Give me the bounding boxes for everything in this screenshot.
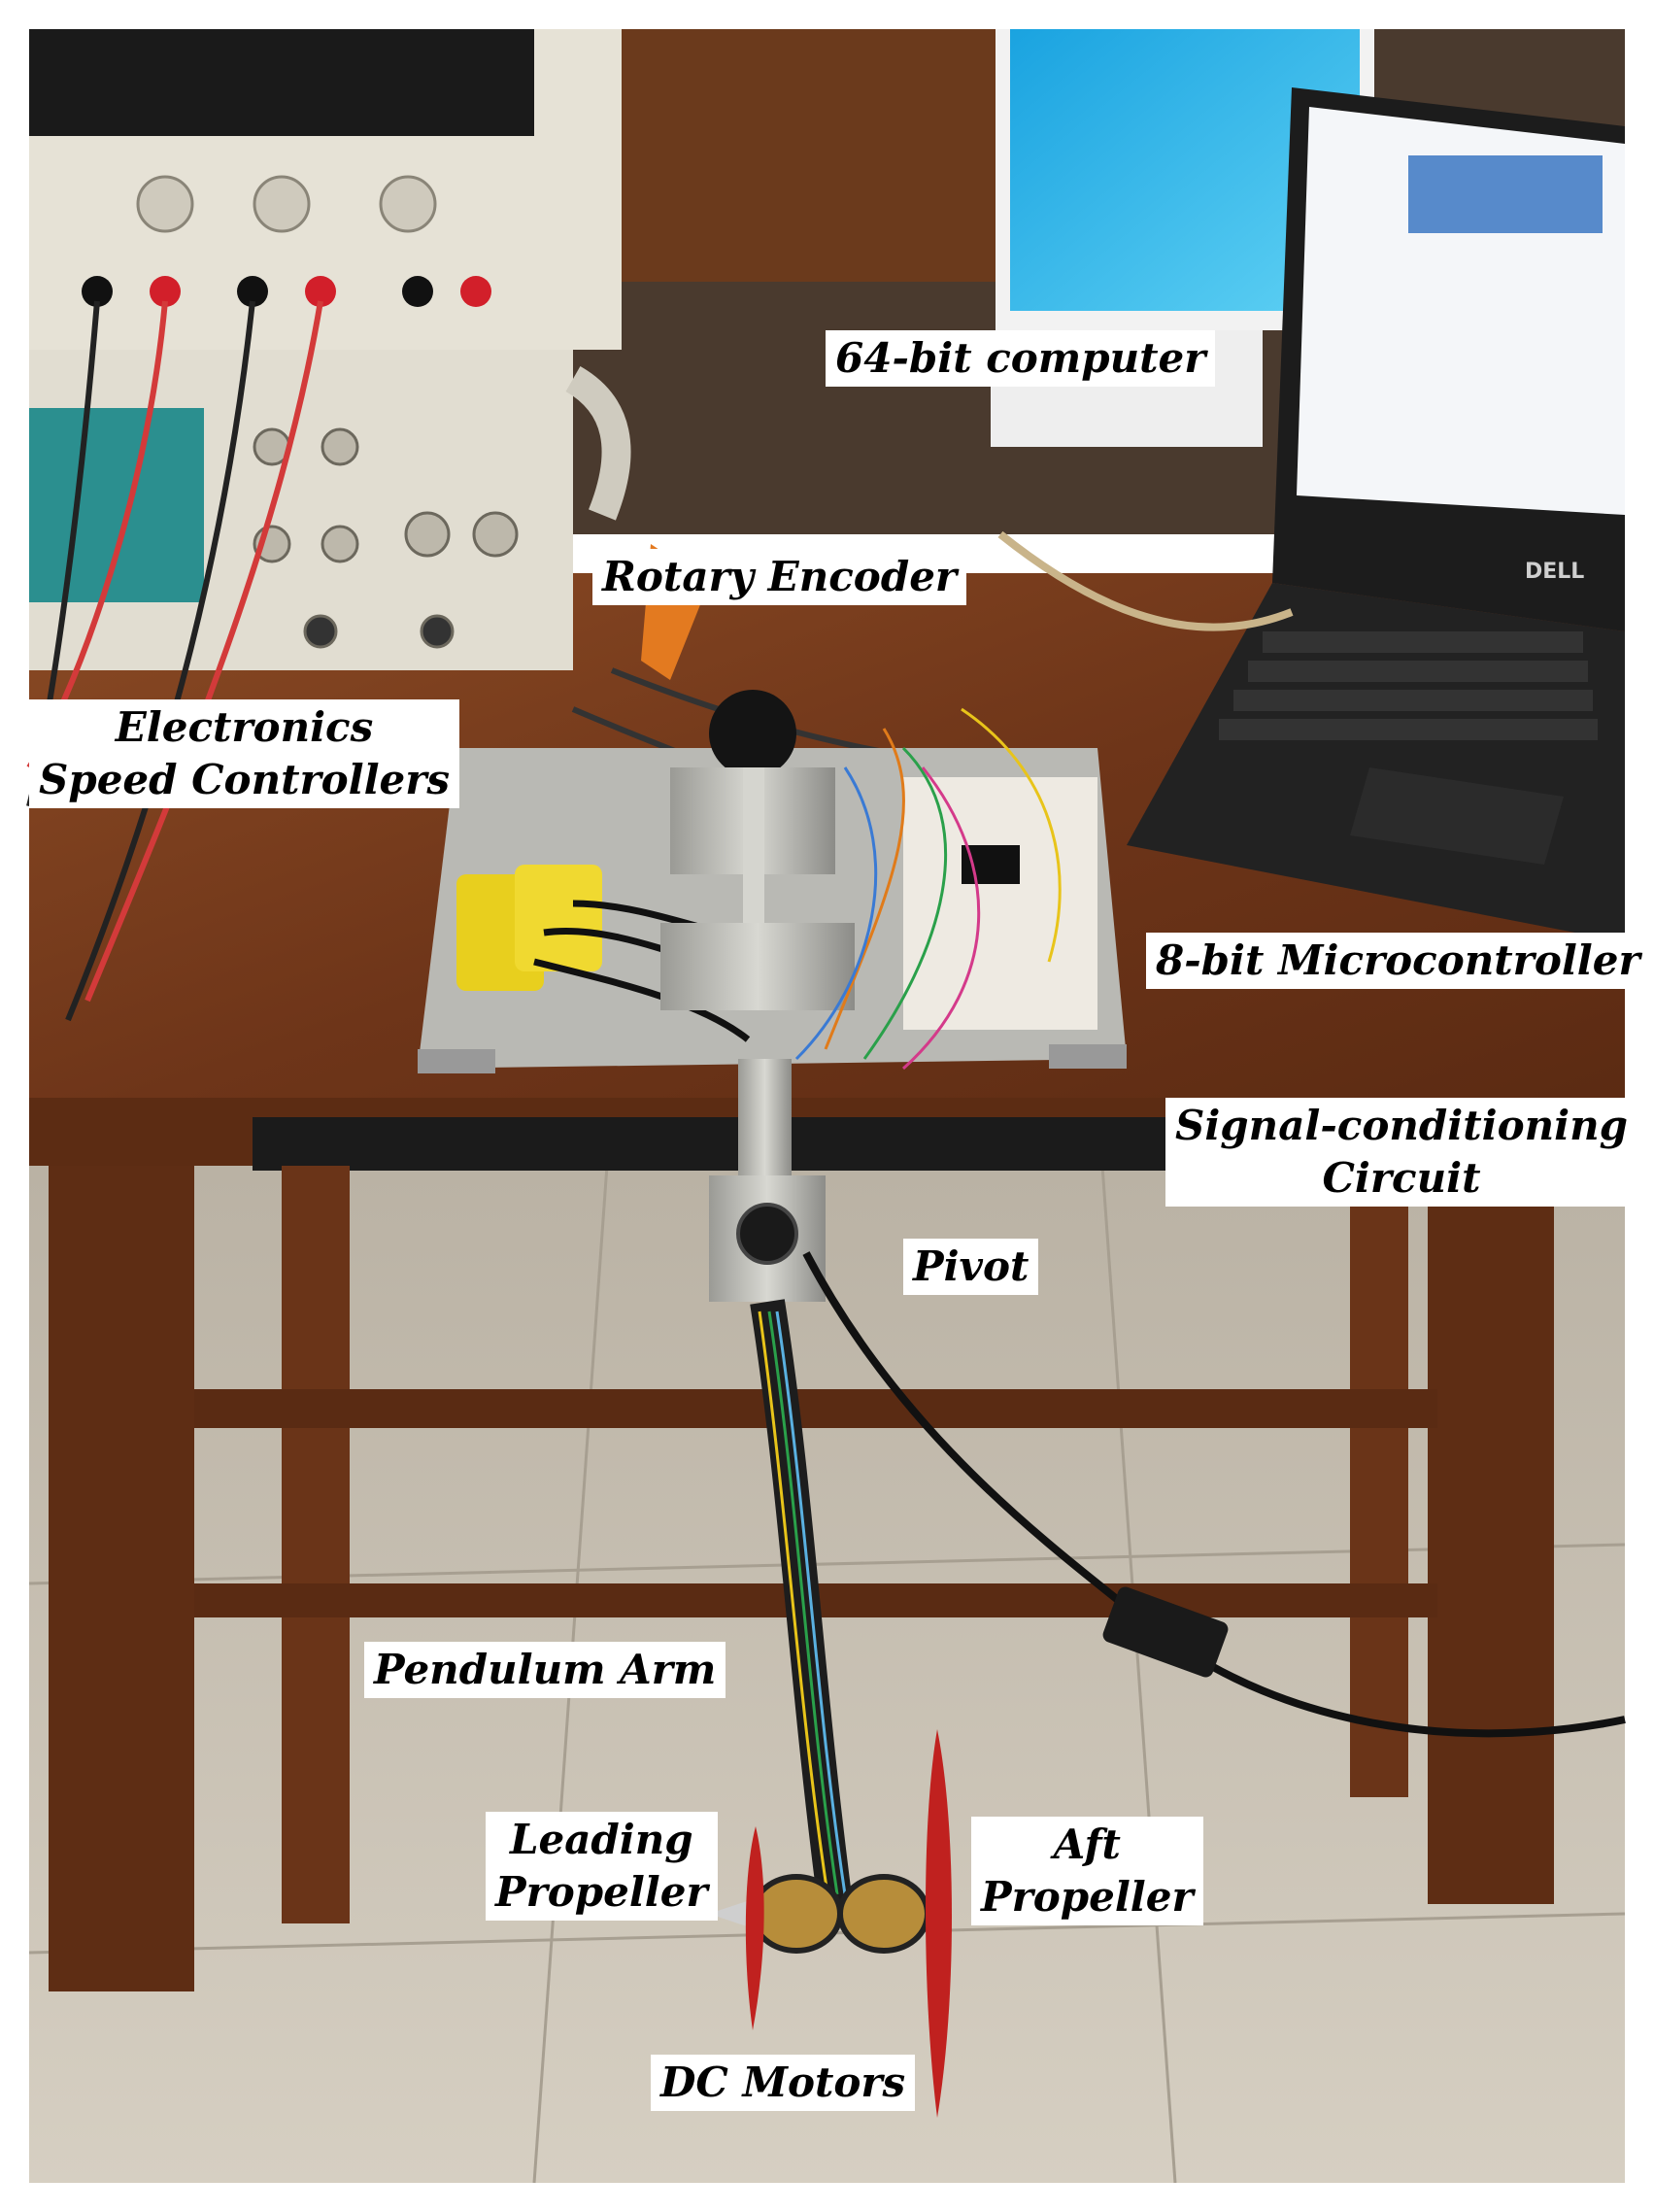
oscilloscope-screen xyxy=(29,408,204,602)
label-leading-line2: Propeller xyxy=(495,1868,708,1916)
desk-leg-right-inner xyxy=(1350,1166,1408,1797)
jumper-wires xyxy=(794,707,1062,1071)
usb-cable xyxy=(997,530,1294,631)
label-leading-line1: Leading xyxy=(509,1816,693,1863)
label-aft-propeller: Aft Propeller xyxy=(971,1817,1203,1925)
power-supply-display xyxy=(29,29,534,136)
laptop-screen-window xyxy=(1408,155,1603,233)
label-pivot-text: Pivot xyxy=(913,1242,1030,1290)
base-plate-foot-right xyxy=(1049,1044,1127,1069)
aft-motor xyxy=(837,1874,930,1954)
label-rotary-encoder: Rotary Encoder xyxy=(592,549,967,605)
label-dc-motors-text: DC Motors xyxy=(660,2059,906,2106)
oscilloscope-handle xyxy=(565,365,631,521)
aft-propeller xyxy=(925,1729,952,2118)
laptop-brand-logo: DELL xyxy=(1525,560,1584,584)
label-microcontroller-text: 8-bit Microcontroller xyxy=(1156,936,1640,984)
leading-propeller xyxy=(745,1826,764,2030)
label-pivot: Pivot xyxy=(903,1239,1039,1295)
laptop-keys xyxy=(1219,631,1598,740)
desk-leg-right xyxy=(1428,1166,1554,1904)
pivot-block-top xyxy=(660,923,855,1010)
leading-motor xyxy=(750,1874,843,1954)
label-signal-line2: Circuit xyxy=(1322,1154,1481,1202)
photo-figure: DELL xyxy=(26,29,1650,2184)
label-64-bit-computer-text: 64-bit computer xyxy=(835,334,1206,382)
leading-spinner xyxy=(709,1899,753,1928)
label-pendulum-arm-text: Pendulum Arm xyxy=(374,1646,717,1693)
arm-wires xyxy=(758,1310,847,1895)
power-supply-knobs xyxy=(136,175,437,233)
label-pendulum-arm: Pendulum Arm xyxy=(364,1642,726,1698)
label-esc-line2: Speed Controllers xyxy=(39,756,451,803)
label-signal-line1: Signal-conditioning xyxy=(1175,1102,1628,1149)
label-8-bit-microcontroller: 8-bit Microcontroller xyxy=(1146,933,1650,989)
laptop-touchpad xyxy=(1350,767,1564,865)
esc-right xyxy=(515,865,602,971)
label-esc-line1: Electronics xyxy=(115,703,374,751)
rotary-encoder xyxy=(709,690,796,777)
label-aft-line2: Propeller xyxy=(981,1873,1194,1921)
pivot-bearing xyxy=(736,1203,798,1265)
back-desk xyxy=(612,29,1020,282)
breadboard xyxy=(903,777,1097,1030)
label-dc-motors: DC Motors xyxy=(651,2055,916,2111)
label-signal-conditioning-circuit: Signal-conditioning Circuit xyxy=(1165,1098,1637,1207)
power-supply-terminals xyxy=(82,276,491,307)
label-leading-propeller: Leading Propeller xyxy=(486,1812,718,1921)
label-rotary-encoder-text: Rotary Encoder xyxy=(602,553,958,600)
label-electronics-speed-controllers: Electronics Speed Controllers xyxy=(29,699,460,808)
desk-leg-left-inner xyxy=(282,1166,350,1923)
oscilloscope-knobs xyxy=(253,427,519,649)
power-adapter xyxy=(1102,1586,1229,1678)
label-aft-line1: Aft xyxy=(1053,1821,1121,1868)
desk-crossbar xyxy=(194,1389,1437,1428)
desk-leg-left xyxy=(49,1166,194,1991)
label-64-bit-computer: 64-bit computer xyxy=(826,330,1216,387)
base-plate-foot-left xyxy=(418,1049,495,1073)
